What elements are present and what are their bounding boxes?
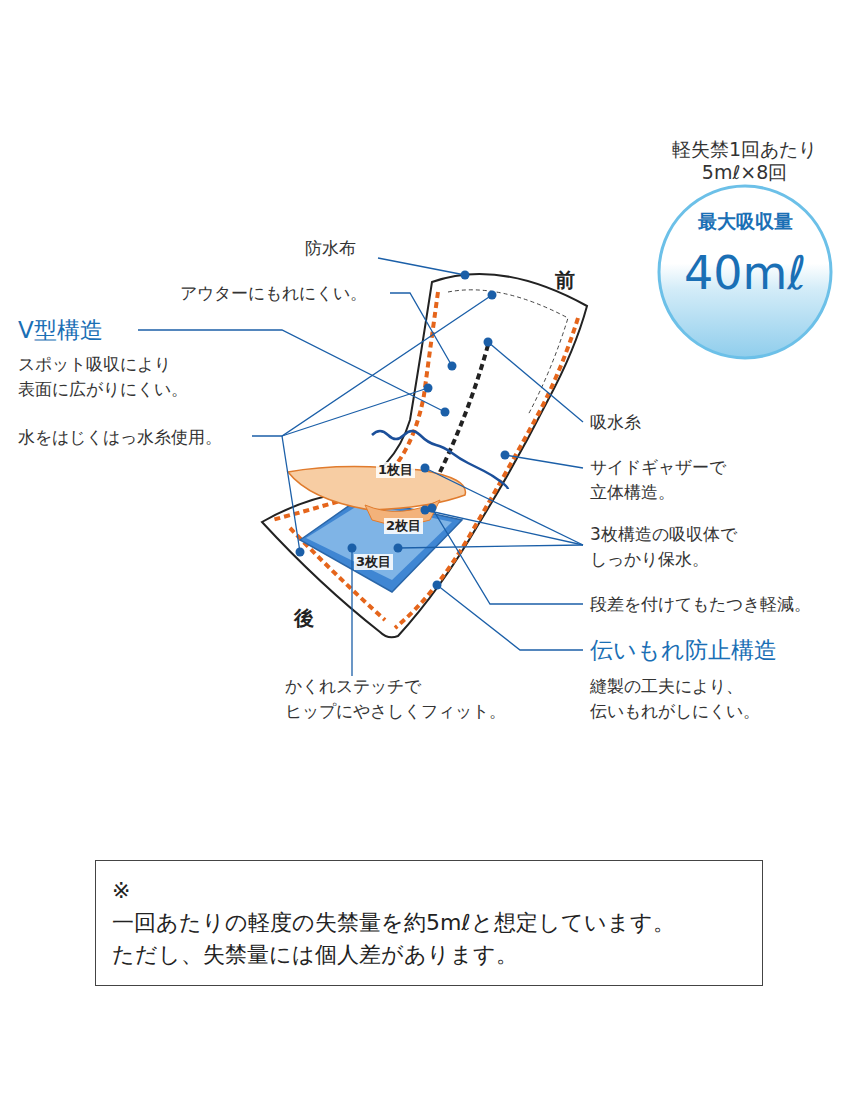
layer-label: 2枚目 — [384, 518, 423, 534]
part-label: かくれステッチで ヒップにやさしくフィット。 — [285, 674, 506, 723]
capacity-heading: 最大吸収量 — [688, 208, 803, 235]
section-heading: 伝いもれ防止構造 — [590, 634, 777, 667]
circle-heading: 軽失禁1回あたり 5mℓ×8回 — [672, 138, 817, 184]
description: スポット吸収により 表面に広がりにくい。 — [18, 352, 188, 401]
part-label: 水をはじくはっ水糸使用。 — [18, 425, 222, 450]
note-box: ※一回あたりの軽度の失禁量を約5mℓと想定しています。 ただし、失禁量には個人差… — [95, 860, 763, 986]
layer-3 — [300, 498, 462, 592]
water-repellent-thread — [372, 431, 508, 489]
capacity-circle: 軽失禁1回あたり 5mℓ×8回最大吸収量 40mℓ — [645, 138, 845, 360]
part-label: 3枚構造の吸収体で しっかり保水。 — [590, 522, 737, 571]
direction-label: 前 — [555, 266, 575, 295]
section-heading: V型構造 — [18, 314, 103, 347]
pad-outline — [262, 274, 587, 637]
part-label: 吸水糸 — [590, 410, 641, 435]
inner-dashed-line — [448, 290, 568, 415]
part-label: アウターにもれにくい。 — [180, 281, 367, 306]
layer-label: 1枚目 — [376, 462, 415, 478]
leader-lines — [138, 258, 583, 676]
note-text: ※一回あたりの軽度の失禁量を約5mℓと想定しています。 ただし、失禁量には個人差… — [112, 875, 675, 971]
description: 縫製の工夫により、 伝いもれがしにくい。 — [590, 674, 760, 723]
layer-label: 3枚目 — [354, 554, 393, 570]
leader-dots — [296, 271, 510, 590]
absorbent-thread — [440, 345, 488, 472]
part-label: 防水布 — [305, 236, 356, 261]
direction-label: 後 — [294, 604, 314, 633]
part-label: 段差を付けてもたつき軽減。 — [590, 592, 811, 617]
part-label: サイドギャザーで 立体構造。 — [590, 455, 726, 504]
capacity-value: 40mℓ — [684, 246, 806, 301]
